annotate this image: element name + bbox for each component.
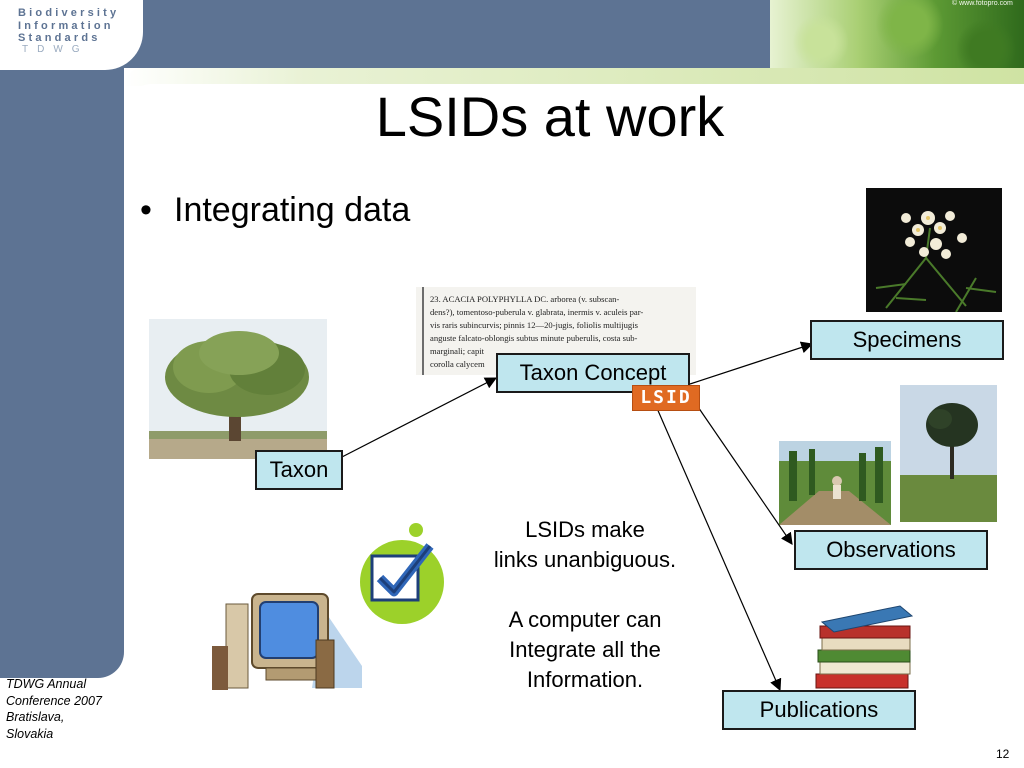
publications-label: Publications [722,690,916,730]
field-image [779,441,891,525]
books-icon [812,604,916,694]
note-line-4: Integrate all the [509,637,661,662]
footer-line-4: Slovakia [6,726,54,741]
scan-line-6: corolla calycem [430,359,485,369]
header-band [0,0,860,68]
observations-label: Observations [794,530,988,570]
footer-line-3: Bratislava, [6,710,65,724]
flower-icon [875,211,997,312]
logo-tdwg: TDWG [22,44,89,55]
note-line-3: A computer can [508,607,662,632]
note-line-5: Information. [526,667,644,692]
scan-line-4: anguste falcato-oblongis subtus minute p… [430,333,638,343]
conference-footer: TDWG Annual Conference 2007 Bratislava, … [6,676,126,742]
accent-bar [124,68,1024,86]
sidebar-band [0,0,124,678]
taxon-label: Taxon [255,450,343,490]
logo [0,0,143,70]
logo-text: Biodiversity Information Standards [18,7,119,45]
books-drawing [815,605,914,689]
scan-line-1: 23. ACACIA POLYPHYLLA DC. arborea (v. su… [430,294,620,304]
page-number: 12 [996,747,1010,761]
field-photo [779,441,891,525]
scan-line-5: marginali; capit [430,346,485,356]
scan-line-2: dens?), tomentoso-puberula v. glabrata, … [430,307,644,317]
bullet-marker: • [140,191,152,229]
bullet-text: Integrating data [174,191,411,229]
specimens-label: Specimens [810,320,1004,360]
scan-line-3: vis raris subincurvis; pinnis 12—20-jugi… [430,320,638,330]
single-tree-image [900,385,997,522]
header-photo [770,0,1024,70]
computer-drawing [212,593,362,690]
note-line-1: LSIDs make [525,517,645,542]
tree-icon [149,319,327,459]
footer-line-2: Conference 2007 [6,693,102,708]
lsid-note: LSIDs make links unanbiguous. A computer… [472,515,698,695]
tree-photo [149,319,327,459]
checkmark-icon [356,520,446,624]
lsid-badge: LSID [632,385,700,411]
footer-line-1: TDWG Annual [6,677,87,691]
logo-line-2: Information [18,19,114,32]
single-tree-photo [900,385,997,522]
note-line-2: links unanbiguous. [493,547,677,572]
photo-credit: © www.fotopro.com [952,0,1013,7]
slide-title: LSIDs at work [375,85,725,148]
logo-line-1: Biodiversity [18,7,120,19]
computer-icon [212,586,372,698]
checkmark-drawing [360,523,444,624]
logo-line-3: Standards [18,32,101,44]
flower-photo [866,188,1002,312]
